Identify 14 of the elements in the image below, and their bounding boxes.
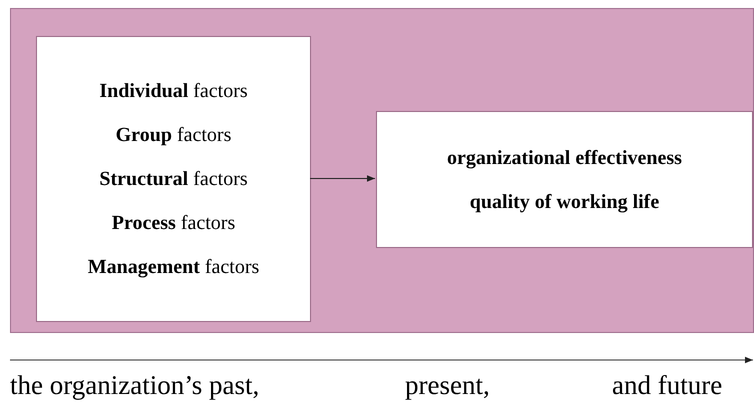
timeline-label: present, bbox=[405, 372, 490, 399]
box-text: Structural factors bbox=[99, 169, 248, 189]
timeline-label: and future bbox=[612, 372, 722, 399]
text-box bbox=[376, 111, 753, 248]
text-box bbox=[36, 36, 311, 322]
box-text: organizational effectiveness bbox=[447, 148, 682, 168]
box-text: Group factors bbox=[116, 125, 232, 145]
timeline-label: the organization’s past, bbox=[10, 372, 260, 399]
box-text: quality of working life bbox=[470, 192, 660, 212]
box-text: Individual factors bbox=[99, 81, 248, 101]
arrow bbox=[310, 175, 376, 182]
box-text: Management factors bbox=[88, 257, 260, 277]
box-text: Process factors bbox=[112, 213, 236, 233]
background-panel bbox=[10, 8, 754, 333]
